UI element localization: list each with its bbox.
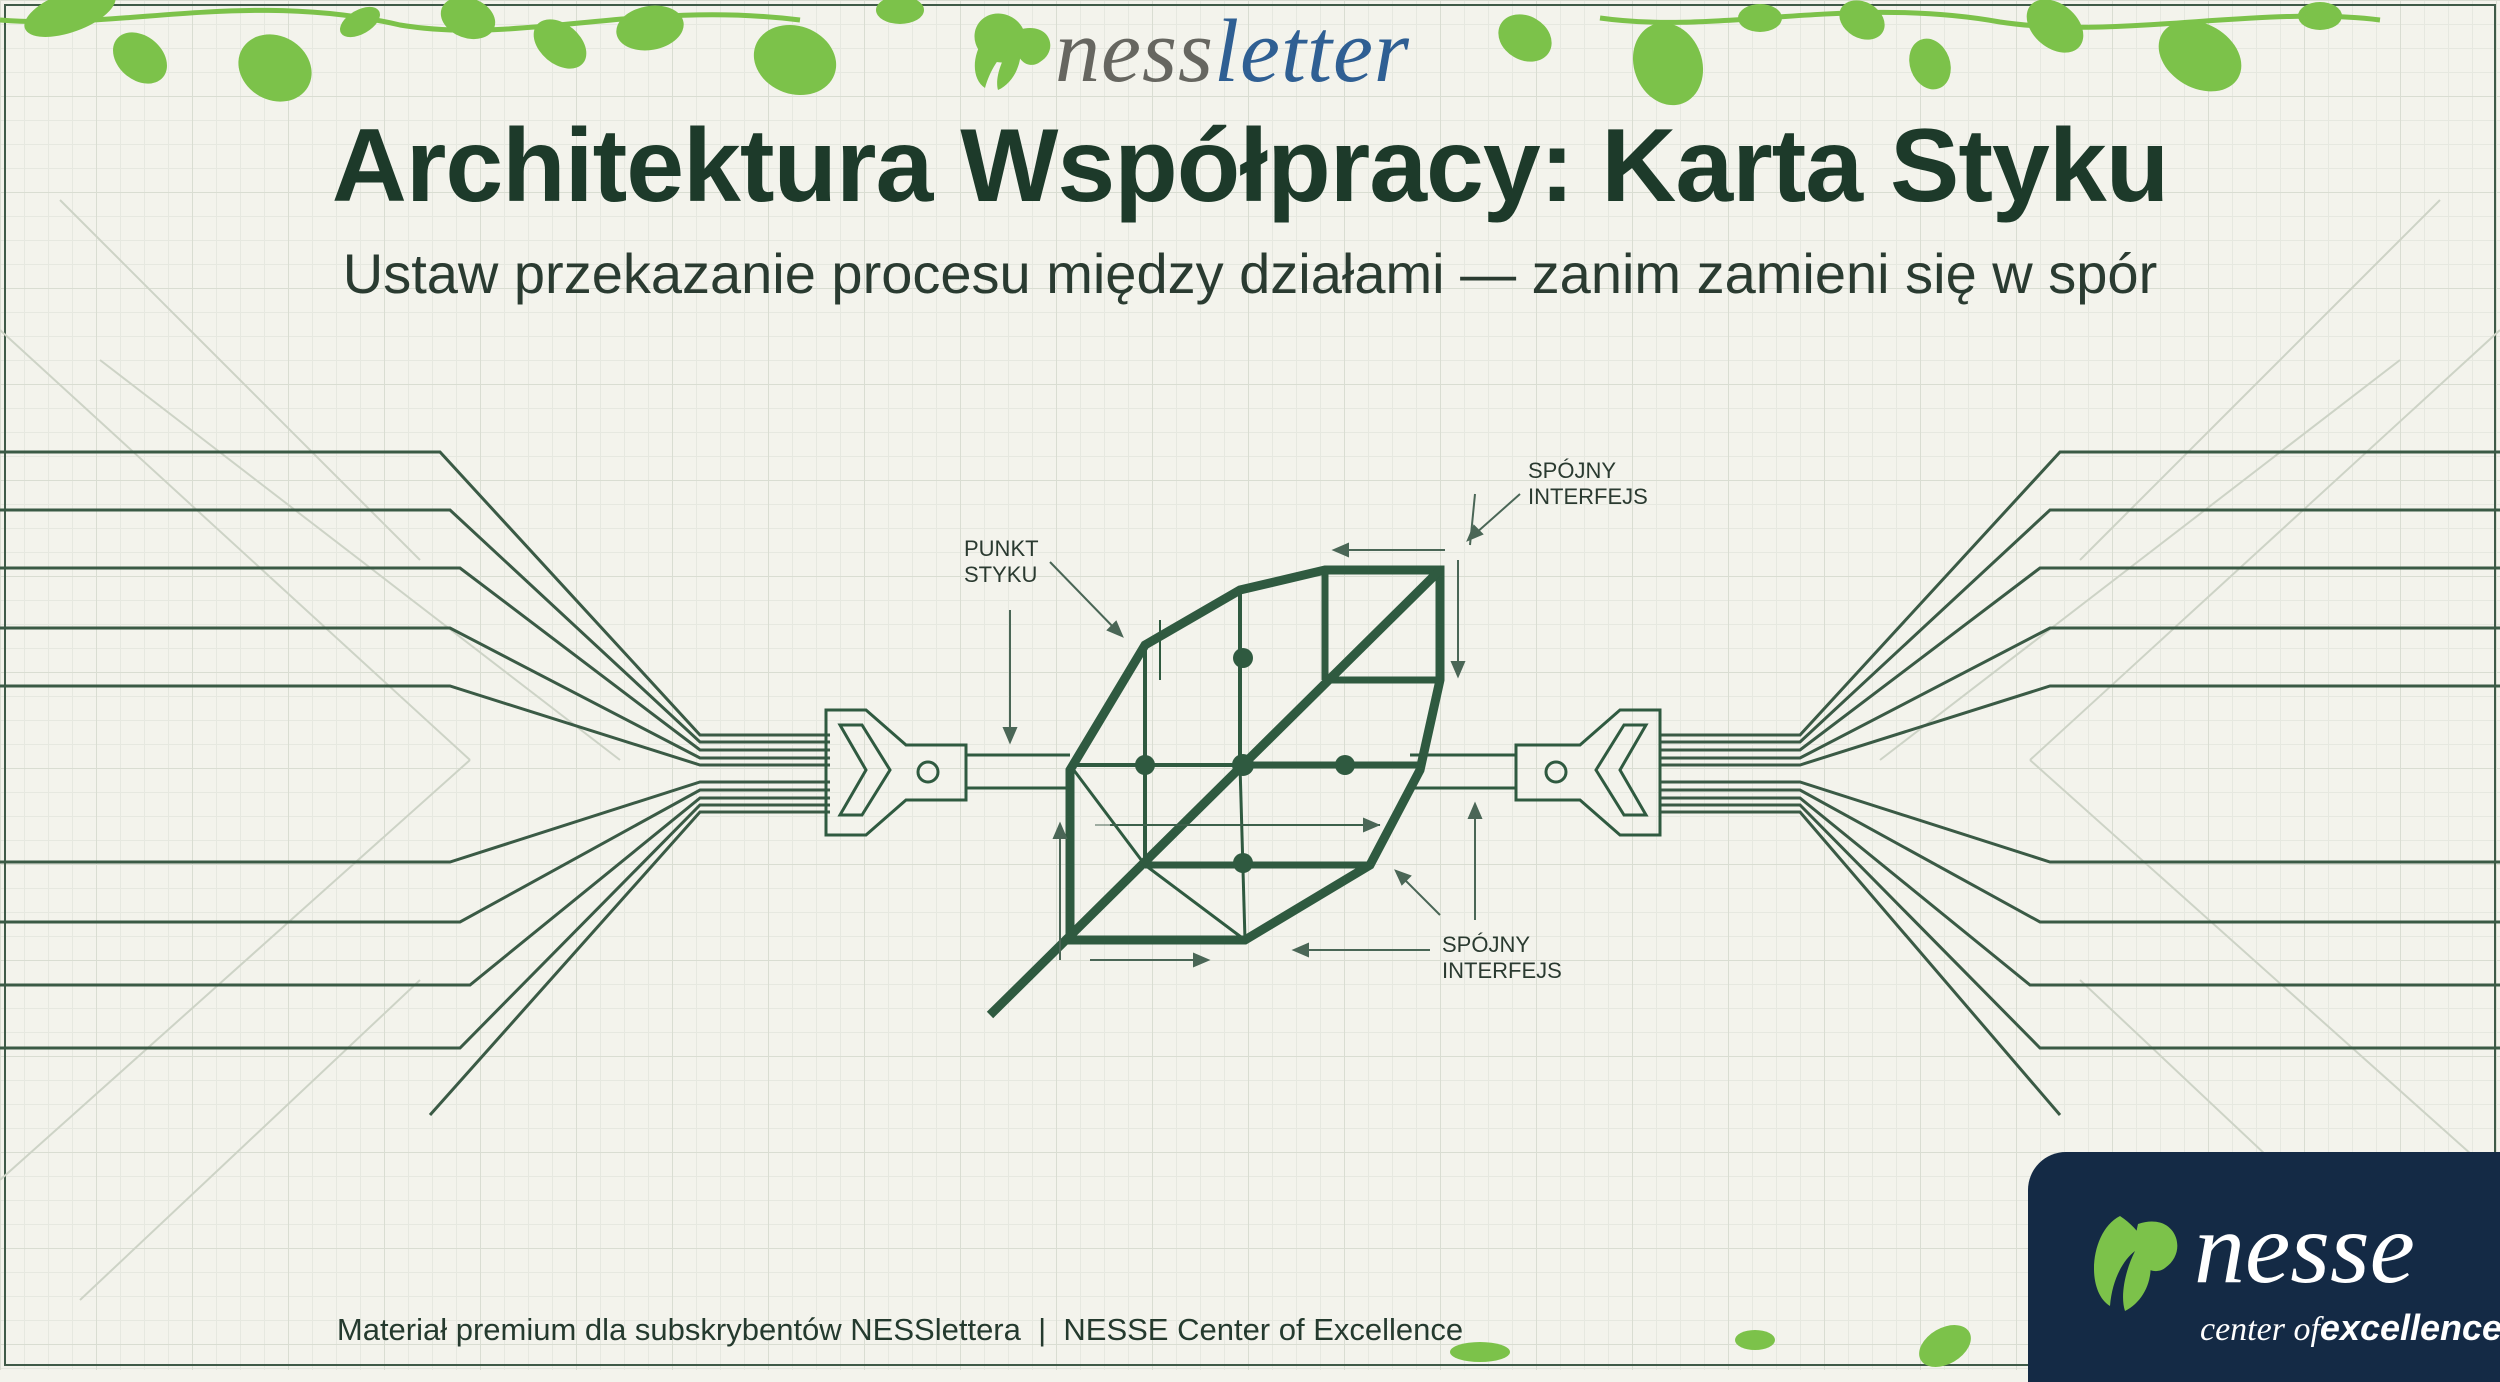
construction-lines <box>0 199 2500 1301</box>
central-leaf <box>986 565 1445 1019</box>
label-interface-bottom: SPÓJNY INTERFEJS <box>1442 932 1562 984</box>
label-contact-point-line1: PUNKT <box>964 536 1039 561</box>
brand-part-ness: ness <box>1055 2 1214 101</box>
footer-text: Materiał premium dla subskrybentów NESSl… <box>336 1312 1464 1347</box>
page-subtitle: Ustaw przekazanie procesu między działam… <box>342 242 2158 305</box>
right-connector <box>1410 708 1662 837</box>
right-process-lines <box>1660 450 2500 1116</box>
label-contact-point: PUNKT STYKU <box>964 536 1039 588</box>
brand-part-letter: letter <box>1214 2 1410 101</box>
page-title: Architektura Współpracy: Karta Styku <box>331 108 2170 224</box>
label-interface-top: SPÓJNY INTERFEJS <box>1528 458 1648 510</box>
left-connector <box>824 708 1070 837</box>
label-interface-top-line1: SPÓJNY <box>1528 458 1617 483</box>
label-contact-point-line2: STYKU <box>964 562 1038 587</box>
nessletter-brand: nessletter <box>1055 4 1410 100</box>
left-process-lines <box>0 450 830 1116</box>
nessletter-logo-mark <box>974 20 1051 90</box>
nesse-tagline: center ofexcellence <box>2200 1308 2500 1350</box>
nesse-badge: nesse center ofexcellence <box>2028 1152 2500 1382</box>
nesse-logo-mark <box>2093 1216 2178 1311</box>
annotation-arrows <box>1002 493 1521 968</box>
label-interface-bottom-line1: SPÓJNY <box>1442 932 1531 957</box>
nesse-tagline-regular: center of <box>2200 1311 2320 1348</box>
label-interface-top-line2: INTERFEJS <box>1528 484 1648 509</box>
nesse-wordmark: nesse <box>2194 1192 2415 1305</box>
nesse-tagline-bold: excellence <box>2319 1307 2500 1348</box>
label-interface-bottom-line2: INTERFEJS <box>1442 958 1562 983</box>
